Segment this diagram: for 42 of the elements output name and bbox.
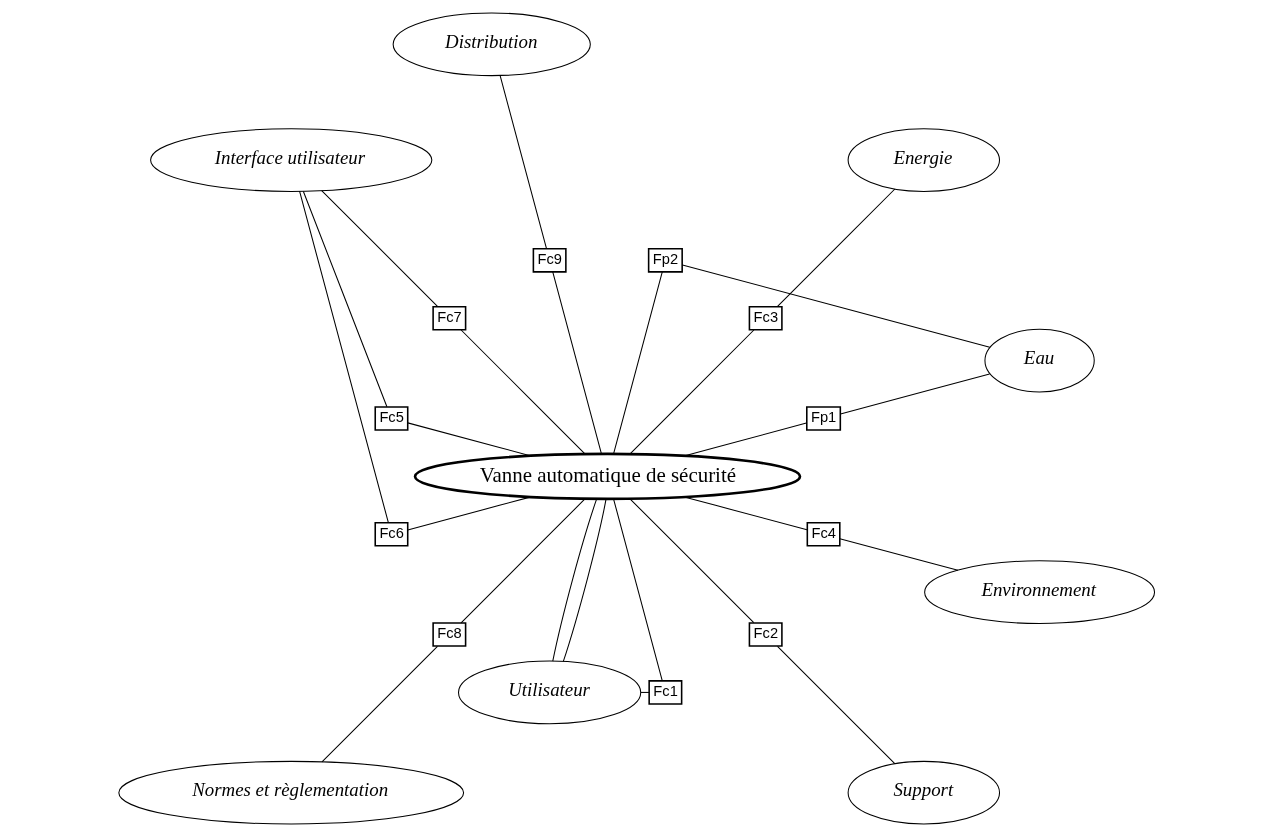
node-ellipse: Interface utilisateur — [149, 127, 432, 192]
connector — [406, 495, 532, 530]
node-ellipse: Energie — [847, 127, 1000, 192]
connector — [776, 187, 895, 307]
connector — [460, 328, 586, 455]
node-box: Fc3 — [748, 305, 783, 331]
connector — [612, 270, 663, 455]
connector — [839, 373, 990, 414]
connector — [628, 328, 754, 455]
node-box: Fp1 — [805, 405, 841, 431]
node-box: Fc9 — [532, 247, 567, 273]
connector — [612, 497, 663, 681]
connector — [683, 495, 807, 530]
node-box: Fc5 — [373, 405, 408, 431]
node-box: Fc2 — [748, 621, 783, 647]
connector — [320, 645, 438, 762]
connector — [628, 497, 754, 623]
node-box: Fc4 — [806, 521, 841, 547]
node-box: Fc7 — [431, 305, 466, 331]
node-ellipse: Eau — [983, 328, 1095, 392]
connector — [406, 421, 532, 456]
connector — [551, 270, 602, 455]
node-box: Fp2 — [647, 247, 683, 273]
connector — [838, 537, 958, 571]
node-ellipse: Environnement — [923, 559, 1155, 624]
connector — [499, 74, 547, 249]
node-ellipse: Support — [847, 760, 1000, 825]
node-ellipse: Utilisateur — [457, 660, 641, 724]
node-box: Fc1 — [647, 679, 682, 705]
node-ellipse: Normes et règlementation — [117, 760, 464, 825]
connector — [320, 189, 438, 307]
connector — [460, 497, 586, 623]
node-box: Fc6 — [373, 521, 408, 547]
connector — [776, 645, 895, 764]
connector — [681, 263, 990, 348]
connector — [302, 190, 387, 407]
connector — [298, 190, 389, 523]
connector — [551, 497, 597, 662]
node-box: Fc8 — [431, 621, 466, 647]
node-ellipse: Vanne automatique de sécurité — [413, 452, 801, 500]
connector — [562, 497, 607, 662]
node-ellipse: Distribution — [392, 11, 591, 76]
